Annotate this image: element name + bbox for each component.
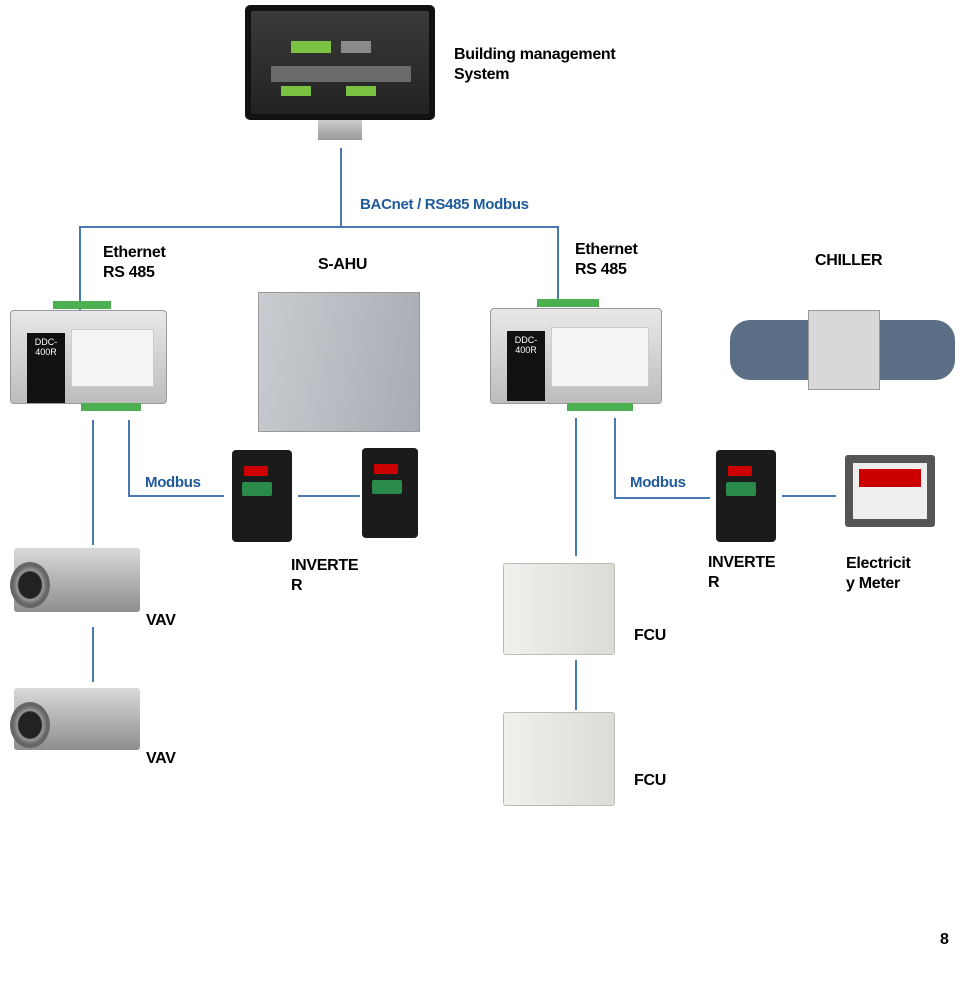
protocol-label: BACnet / RS485 Modbus [360, 196, 529, 213]
left-controller-label: Ethernet RS 485 [103, 243, 166, 283]
label-line: RS 485 [103, 264, 155, 281]
chiller-unit [730, 300, 955, 405]
fcu-2 [503, 712, 615, 806]
bms-label-line2: System [454, 66, 510, 83]
link-modbus-left-h [128, 495, 224, 497]
link-modbus-right [614, 418, 616, 498]
label-line: INVERTE [291, 557, 359, 574]
electricity-meter [845, 455, 935, 527]
inverter-2 [362, 448, 418, 538]
controller-model: DDC-400R [507, 331, 545, 401]
inverter-label-right: INVERTE R [708, 553, 776, 593]
meter-label: Electricit y Meter [846, 554, 911, 594]
link-bms [340, 148, 342, 227]
link-modbus-left [128, 420, 130, 496]
ahu-unit [258, 292, 420, 432]
link-fcu1 [575, 418, 577, 556]
monitor-stand [318, 120, 362, 140]
fcu-2-label: FCU [634, 772, 666, 789]
vav-1 [10, 548, 140, 612]
fcu-1-label: FCU [634, 627, 666, 644]
inverter-1 [232, 450, 292, 542]
controller-model: DDC-400R [27, 333, 65, 403]
label-line: Ethernet [575, 241, 638, 258]
vav-2 [10, 688, 140, 750]
vav-2-label: VAV [146, 750, 176, 767]
inverter-3 [716, 450, 776, 542]
modbus-label-right: Modbus [630, 474, 686, 491]
label-line: INVERTE [708, 554, 776, 571]
link-inverters [298, 495, 360, 497]
label-line: RS 485 [575, 261, 627, 278]
label-line: y Meter [846, 575, 900, 592]
label-line: R [291, 577, 303, 594]
page-number: 8 [940, 931, 949, 948]
right-ddc-controller: DDC-400R [490, 299, 662, 411]
label-line: Ethernet [103, 244, 166, 261]
bms-screen [251, 11, 429, 114]
link-bus [79, 226, 559, 228]
link-right-ddc [557, 226, 559, 302]
vav-1-label: VAV [146, 612, 176, 629]
link-modbus-right-h [614, 497, 710, 499]
label-line: R [708, 574, 720, 591]
right-controller-label: Ethernet RS 485 [575, 240, 638, 280]
link-vav1 [92, 420, 94, 545]
left-ddc-controller: DDC-400R [10, 301, 167, 411]
fcu-1 [503, 563, 615, 655]
inverter-label-left: INVERTE R [291, 556, 359, 596]
chiller-label: CHILLER [815, 252, 883, 269]
modbus-label-left: Modbus [145, 474, 201, 491]
link-vav2 [92, 627, 94, 682]
ahu-label: S-AHU [318, 256, 368, 273]
label-line: Electricit [846, 555, 911, 572]
bms-label-line1: Building management [454, 46, 616, 63]
bms-monitor [245, 5, 435, 120]
link-left-ddc [79, 226, 81, 314]
link-fcu2 [575, 660, 577, 710]
link-meter [782, 495, 836, 497]
